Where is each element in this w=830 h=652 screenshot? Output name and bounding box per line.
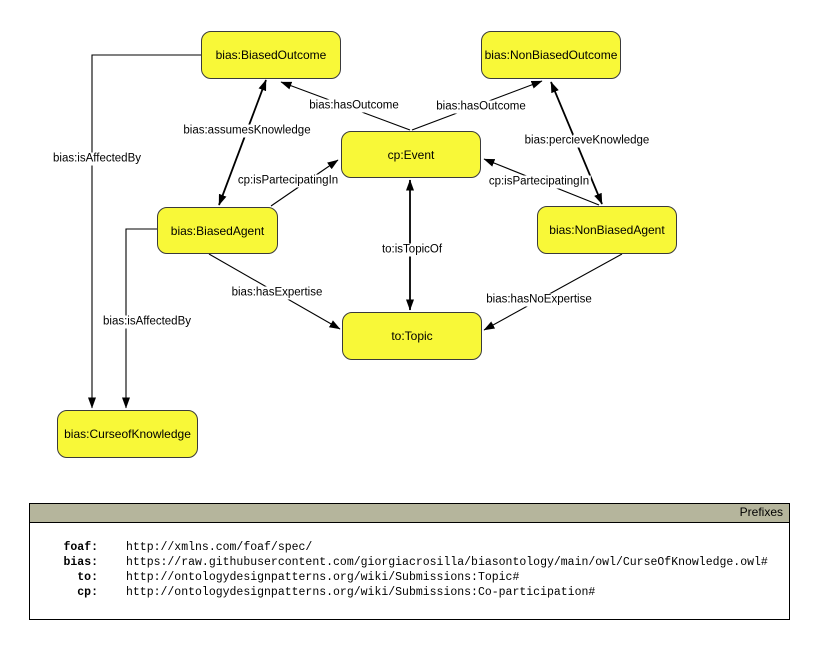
node-biased-agent: bias:BiasedAgent [157, 207, 278, 254]
edge-label-is-partecipating-left: cp:isPartecipatingIn [235, 174, 341, 188]
node-event: cp:Event [341, 131, 481, 178]
prefix-key: bias: [63, 556, 98, 569]
prefix-key: to: [77, 571, 98, 584]
edge-assumes-knowledge [218, 79, 267, 206]
edge-label-percieve-knowledge: bias:percieveKnowledge [522, 134, 652, 148]
prefixes-panel: Prefixes foaf: http://xmlns.com/foaf/spec… [29, 503, 790, 620]
edge-label-is-affected-by-outcome: bias:isAffectedBy [50, 152, 144, 166]
edge-label-is-partecipating-right: cp:isPartecipatingIn [486, 175, 592, 189]
node-nonbiased-agent: bias:NonBiasedAgent [537, 206, 677, 254]
prefixes-panel-title: Prefixes [30, 504, 789, 523]
edge-label-is-topic-of: to:isTopicOf [379, 243, 445, 257]
edge-label-has-expertise: bias:hasExpertise [229, 286, 325, 300]
edge-has-no-expertise [483, 253, 623, 331]
prefix-row-foaf: foaf: http://xmlns.com/foaf/spec/ [30, 540, 789, 555]
edge-label-has-no-expertise: bias:hasNoExpertise [484, 293, 594, 307]
prefix-row-bias: bias: https://raw.githubusercontent.com/g… [30, 555, 789, 570]
prefix-key: cp: [77, 586, 98, 599]
edge-is-affected-by-agent [122, 228, 157, 409]
edge-label-has-outcome-right: bias:hasOutcome [434, 100, 528, 114]
prefixes-list: foaf: http://xmlns.com/foaf/spec/bias: htt… [30, 523, 789, 600]
prefix-row-to: to: http://ontologydesignpatterns.org/wik… [30, 570, 789, 585]
edge-label-assumes-knowledge: bias:assumesKnowledge [181, 124, 313, 138]
prefix-uri: http://ontologydesignpatterns.org/wiki/S… [126, 571, 520, 584]
node-nonbiased-outcome: bias:NonBiasedOutcome [481, 31, 621, 79]
node-curse-of-knowledge: bias:CurseofKnowledge [57, 410, 198, 458]
node-biased-outcome: bias:BiasedOutcome [201, 31, 341, 79]
prefix-uri: http://xmlns.com/foaf/spec/ [126, 541, 313, 554]
edge-label-has-outcome-left: bias:hasOutcome [307, 99, 401, 113]
prefix-uri: https://raw.githubusercontent.com/giorgi… [126, 556, 768, 569]
edge-label-is-affected-by-agent: bias:isAffectedBy [100, 315, 194, 329]
edge-is-affected-by-outcome [88, 54, 201, 409]
prefix-key: foaf: [63, 541, 98, 554]
prefix-uri: http://ontologydesignpatterns.org/wiki/S… [126, 586, 596, 599]
node-topic: to:Topic [342, 312, 482, 360]
prefix-row-cp: cp: http://ontologydesignpatterns.org/wik… [30, 585, 789, 600]
